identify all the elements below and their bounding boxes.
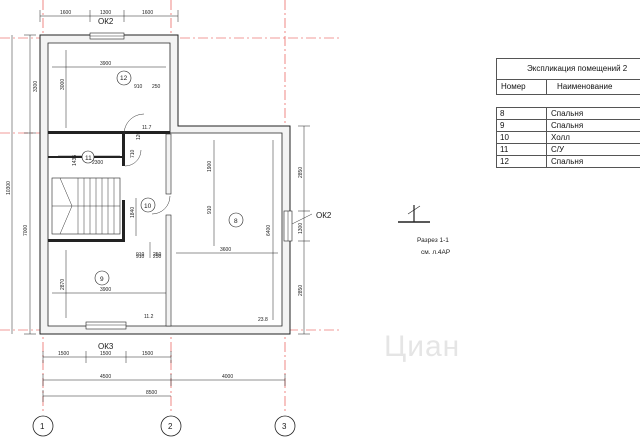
explication-title: Экспликация помещений 2	[496, 58, 640, 80]
room-dimension-labels: 3900 3000 910 250 11.7 1435 2300 710 120…	[60, 61, 272, 323]
top-dimension-chain: 1600 1300 1600	[39, 10, 179, 22]
interior-dimensions	[52, 50, 278, 320]
right-dim-1: 2850	[298, 167, 304, 178]
row-name: Спальня	[551, 157, 584, 166]
row-number: 10	[497, 132, 547, 143]
row-name: С/У	[551, 145, 565, 154]
table-row: 9 Спальня	[496, 120, 640, 132]
explication-header: Номер Наименование	[496, 80, 640, 95]
grid-axis-markers: 1 2 3	[32, 415, 296, 437]
axis-3: 3	[282, 422, 287, 431]
r12-dim-a: 910	[134, 84, 143, 90]
r8-dim-v2: 910	[207, 205, 213, 214]
room-number-8: 8	[234, 218, 238, 225]
bottom-dim-4000: 4000	[222, 374, 233, 380]
r12-dim-b: 250	[152, 84, 161, 90]
r9-height: 2870	[60, 279, 66, 290]
room-number-12: 12	[120, 75, 128, 82]
room-number-10: 10	[144, 203, 152, 210]
window-label-top: ОК2	[98, 17, 114, 26]
bottom-dim-2: 1500	[100, 351, 111, 357]
bottom-dim-3: 1500	[142, 351, 153, 357]
right-dim-2: 1300	[298, 223, 304, 234]
axis-1: 1	[40, 422, 45, 431]
row-number: 8	[497, 108, 547, 119]
table-row: 11 С/У	[496, 144, 640, 156]
window-label-bottom: ОК3	[98, 342, 114, 351]
right-dimension-chain: 2850 1300 2850	[298, 125, 310, 335]
r10-dim-v: 1840	[130, 207, 136, 218]
explication-table: Экспликация помещений 2 Номер Наименован…	[496, 58, 640, 168]
row-number: 11	[497, 144, 547, 155]
right-dim-3: 2850	[298, 285, 304, 296]
r10-dim-b: 250	[153, 252, 162, 258]
bottom-dim-total: 8500	[146, 390, 157, 396]
r12-area: 11.7	[142, 125, 152, 131]
r11-dim-side: 120	[136, 131, 142, 140]
doors	[123, 113, 171, 258]
left-dim-overall: 10300	[6, 181, 12, 195]
top-dim-1: 1600	[60, 10, 71, 16]
room-number-9: 9	[100, 276, 104, 283]
r12-height: 3000	[60, 79, 66, 90]
watermark: Циан	[384, 330, 461, 363]
row-name: Холл	[551, 133, 570, 142]
row-name: Спальня	[551, 121, 584, 130]
r8-area: 23.8	[258, 317, 268, 323]
stairs	[51, 177, 121, 235]
table-row: 12 Спальня	[496, 156, 640, 168]
r8-width: 3600	[220, 247, 231, 253]
r10-dim-door: 910	[136, 252, 145, 258]
bottom-dimension-chains: 1500 1500 1500 4500 4000 8500	[42, 351, 286, 402]
left-dim-middle: 7000	[23, 225, 29, 236]
windows: ОК2 ОК2 ОК3	[85, 17, 332, 351]
explication-rows: 8 Спальня 9 Спальня 10 Холл 11 С/У 12 Сп…	[496, 107, 640, 168]
section-marker: Разрез 1-1 см. л.4АР	[398, 205, 450, 256]
table-row: 10 Холл	[496, 132, 640, 144]
col-number-header: Номер	[497, 80, 547, 94]
window-label-right: ОК2	[316, 211, 332, 220]
r9-dim-b: 250	[153, 254, 162, 260]
axis-2: 2	[168, 422, 173, 431]
table-row: 8 Спальня	[496, 108, 640, 120]
row-name: Спальня	[551, 109, 584, 118]
left-dimension-chain: 3300 10300 7000	[6, 34, 39, 335]
room-markers: 12 11 10 8 9	[81, 70, 244, 286]
r8-dim-v3: 6400	[266, 225, 272, 236]
room-number-11: 11	[85, 155, 92, 162]
r11-dim-door: 710	[130, 149, 136, 158]
r12-width: 3900	[100, 61, 111, 67]
section-reference: см. л.4АР	[421, 249, 450, 256]
row-number: 12	[497, 156, 547, 167]
r11-dim-h: 2300	[92, 160, 103, 166]
bottom-dim-1: 1500	[58, 351, 69, 357]
top-dim-2: 1300	[100, 10, 111, 16]
bottom-dim-4500: 4500	[100, 374, 111, 380]
col-name-header: Наименование	[557, 82, 613, 91]
r11-dim-v: 1435	[72, 155, 78, 166]
r8-dim-v1: 1900	[207, 161, 213, 172]
row-number: 9	[497, 120, 547, 131]
r9-width: 3900	[100, 287, 111, 293]
section-label: Разрез 1-1	[417, 237, 449, 244]
r9-dim-a: 910	[136, 254, 145, 260]
r9-area: 11.2	[144, 314, 154, 320]
top-dim-3: 1600	[142, 10, 153, 16]
left-dim-top: 3300	[33, 81, 39, 92]
walls	[39, 34, 291, 335]
